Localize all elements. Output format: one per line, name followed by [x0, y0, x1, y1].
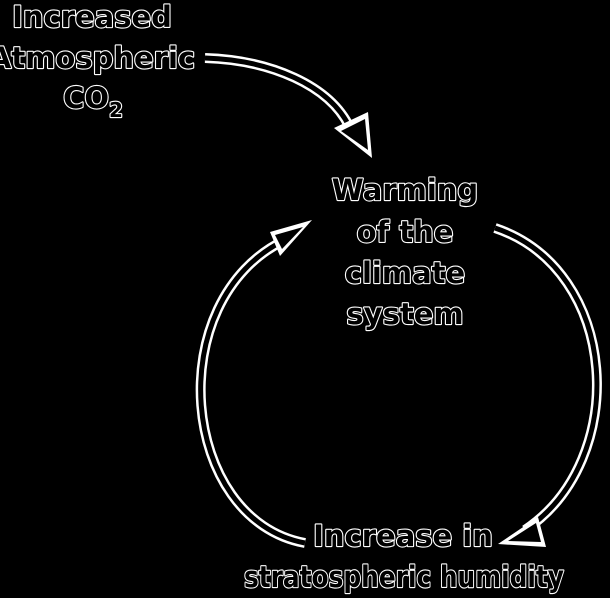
node-co2: Increased Atmospheric CO2 — [0, 0, 196, 123]
node-warming-line2: of the — [357, 215, 454, 249]
node-co2-line3: CO2 — [63, 81, 123, 122]
node-co2-line1: Increased — [12, 0, 172, 34]
node-humidity-line1: Increase in — [313, 519, 493, 553]
node-warming-line1: Warming — [332, 173, 478, 207]
node-warming-line3: climate — [345, 256, 465, 290]
node-warming: Warming of the climate system — [331, 172, 480, 332]
co2-subscript: 2 — [109, 98, 123, 122]
arrow-warming-to-humidity — [493, 223, 602, 547]
arrow-co2-to-warming — [204, 53, 372, 158]
arrow-humidity-to-warming — [195, 220, 312, 548]
co2-base: CO — [63, 81, 109, 115]
node-warming-line4: system — [346, 297, 463, 331]
node-humidity: Increase in stratospheric humidity — [243, 518, 565, 595]
node-co2-line2: Atmospheric — [0, 41, 195, 75]
node-humidity-line2: stratospheric humidity — [244, 560, 564, 594]
